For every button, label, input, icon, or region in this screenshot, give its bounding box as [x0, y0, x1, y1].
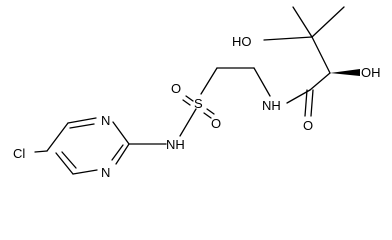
chemical-structure: Cl N N NH S O O NH O HO OH	[13, 6, 381, 180]
amide-nh-label: NH	[262, 98, 281, 113]
sulfur-atom-label: S	[194, 96, 203, 111]
alpha-hydroxyl-label: OH	[361, 65, 381, 80]
sulfonyl-bonds	[182, 95, 215, 119]
sulfonamide-nh-label: NH	[166, 137, 185, 152]
carbonyl-oxygen-label: O	[303, 118, 313, 133]
ring-nitrogen-bottom-label: N	[101, 165, 110, 180]
sulfonyl-oxygen-bottom-label: O	[211, 116, 221, 131]
carbonyl-double-bond	[304, 89, 314, 117]
stereo-wedge-bond	[330, 69, 360, 76]
pyrimidine-ring	[46, 117, 130, 175]
chlorine-atom-label: Cl	[13, 146, 25, 161]
substituent-bonds	[34, 6, 345, 153]
sulfonyl-oxygen-top-label: O	[171, 81, 181, 96]
ring-nitrogen-top-label: N	[101, 113, 110, 128]
hydroxymethyl-oh-label: HO	[232, 34, 252, 49]
